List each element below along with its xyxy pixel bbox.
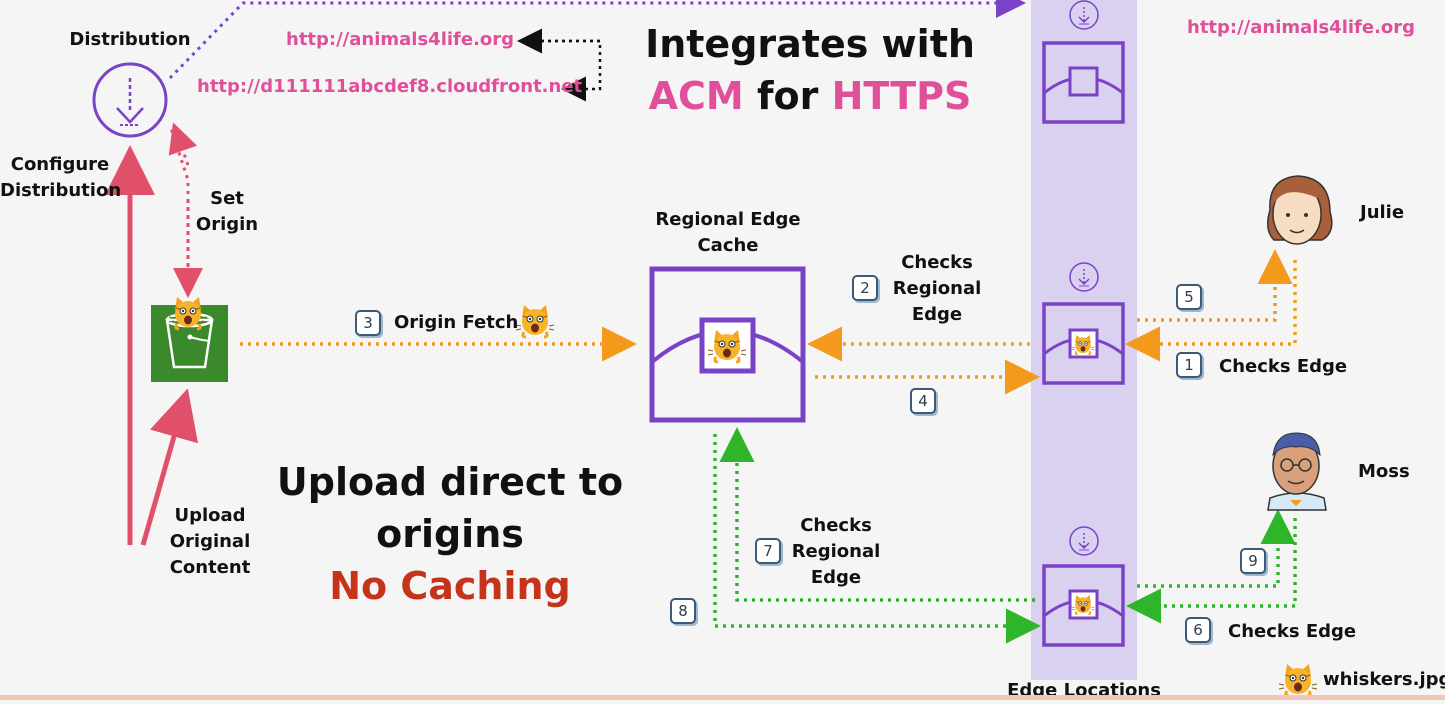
upload-content-arrow bbox=[140, 388, 199, 546]
upload-label-line1: Upload bbox=[174, 505, 246, 526]
edge-location-icon bbox=[1042, 41, 1125, 124]
whiskers-filename: whiskers.jpg bbox=[1323, 669, 1445, 690]
acm-text: ACM bbox=[648, 74, 744, 118]
checks-regional-edge-green-label-line2: Regional bbox=[791, 541, 881, 562]
regional-edge-cache-label-line1: Regional Edge bbox=[655, 209, 801, 230]
step-badge-3: 3 bbox=[355, 310, 381, 336]
regional-edge-cache-label-line2: Cache bbox=[697, 235, 759, 256]
cat-icon bbox=[1277, 662, 1319, 698]
julie-checks-edge-label: Checks Edge bbox=[1219, 356, 1348, 377]
regional-edge-cache-icon bbox=[649, 266, 806, 423]
checks-regional-edge-label-line3: Edge bbox=[911, 304, 963, 325]
edge-locations-label: Edge Locations bbox=[1007, 680, 1161, 701]
cat-icon bbox=[514, 303, 556, 339]
no-caching-text: No Caching bbox=[329, 564, 571, 608]
headline-line2: ACM for HTTPS bbox=[630, 70, 990, 122]
cloudfront-domain-url: http://d111111abcdef8.cloudfront.net bbox=[197, 76, 583, 97]
step-badge-9: 9 bbox=[1240, 548, 1266, 574]
moss-checks-edge-label: Checks Edge bbox=[1228, 621, 1357, 642]
moss-label: Moss bbox=[1358, 461, 1410, 482]
checks-regional-edge-green-arrow bbox=[719, 427, 1035, 602]
checks-regional-edge-green-label-line1: Checks bbox=[800, 515, 872, 536]
set-origin-label-line2: Origin bbox=[195, 214, 259, 235]
set-origin-label-line1: Set bbox=[210, 188, 244, 209]
julie-checks-edge-arrow bbox=[1125, 260, 1297, 362]
edge-to-julie-arrow bbox=[1137, 249, 1293, 322]
custom-domain-url-right: http://animals4life.org bbox=[1187, 17, 1416, 38]
julie-label: Julie bbox=[1360, 202, 1405, 223]
step-badge-7: 7 bbox=[755, 538, 781, 564]
step-badge-4: 4 bbox=[910, 388, 936, 414]
moss-checks-edge-arrow bbox=[1126, 518, 1297, 624]
checks-regional-edge-green-label-line3: Edge bbox=[810, 567, 862, 588]
https-text: HTTPS bbox=[831, 74, 972, 118]
julie-avatar bbox=[1267, 175, 1333, 245]
configure-distribution-label-line1: Configure bbox=[10, 154, 110, 175]
origin-fetch-label: Origin Fetch bbox=[394, 312, 519, 333]
configure-distribution-label-line2: Distribution bbox=[0, 180, 122, 201]
upload-label-line3: Content bbox=[169, 557, 251, 578]
set-origin-arrow bbox=[168, 124, 190, 290]
upload-label-line2: Original bbox=[169, 531, 251, 552]
custom-domain-url: http://animals4life.org bbox=[286, 29, 515, 50]
checks-regional-edge-label-line1: Checks bbox=[901, 252, 973, 273]
step-badge-6: 6 bbox=[1185, 617, 1211, 643]
upload-note-line2: origins bbox=[376, 512, 524, 556]
edge-location-icon bbox=[1042, 564, 1125, 647]
distribution-to-edge-arrow bbox=[168, 0, 1026, 80]
distribution-label: Distribution bbox=[69, 29, 191, 50]
step-badge-2: 2 bbox=[852, 275, 878, 301]
upload-note-line1: Upload direct to bbox=[276, 460, 624, 504]
moss-avatar bbox=[1267, 432, 1327, 511]
bottom-strip bbox=[0, 695, 1445, 700]
step-badge-5: 5 bbox=[1176, 284, 1202, 310]
headline-line1: Integrates with bbox=[645, 22, 975, 66]
distribution-icon bbox=[92, 62, 168, 138]
checks-regional-edge-label-line2: Regional bbox=[892, 278, 982, 299]
for-text: for bbox=[756, 74, 819, 118]
step-badge-1: 1 bbox=[1176, 352, 1202, 378]
step-badge-8: 8 bbox=[670, 598, 696, 624]
return-to-edge-green-arrow bbox=[713, 434, 1041, 644]
